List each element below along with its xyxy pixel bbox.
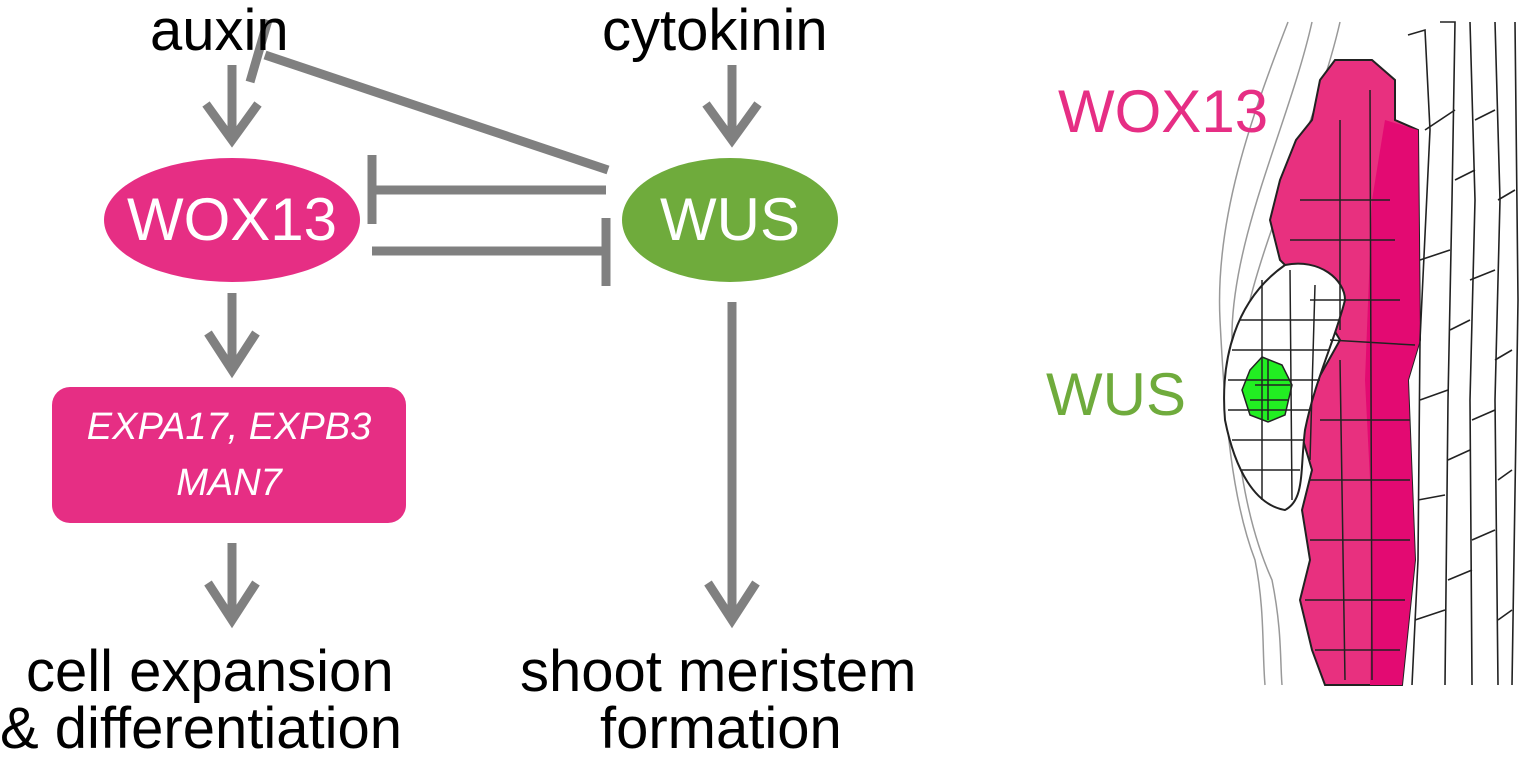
- illustration-wus-label: WUS: [1046, 361, 1186, 428]
- target-genes-line1: EXPA17, EXPB3: [86, 406, 372, 448]
- arrowhead-wus-meristem: [704, 580, 760, 629]
- arrowhead-targets-expansion: [204, 580, 260, 629]
- illustration-wox13-label: WOX13: [1058, 78, 1269, 145]
- output-right-line2: formation: [600, 696, 842, 761]
- output-right-line1: shoot meristem: [520, 639, 917, 704]
- inhibit-wus-auxin: [263, 50, 610, 175]
- input-cytokinin: cytokinin: [602, 0, 828, 63]
- wus-node-shape: [622, 158, 838, 282]
- inhibit-bar-auxin: [245, 18, 273, 84]
- wus-cell-domain: [1241, 356, 1293, 423]
- elongated-cells: [1407, 21, 1519, 686]
- tissue-illustration: [1218, 21, 1519, 686]
- input-auxin: auxin: [150, 0, 289, 63]
- wus-node-label: WUS: [660, 186, 800, 253]
- wox13-node-label: WOX13: [126, 186, 338, 253]
- cell-walls: [1228, 89, 1416, 681]
- wox13-node-shape: [104, 158, 360, 282]
- output-left-line1: cell expansion: [26, 639, 394, 704]
- wox13-inner-layer: [1365, 120, 1420, 685]
- output-left-line2: & differentiation: [0, 696, 402, 761]
- target-genes-box: EXPA17, EXPB3 MAN7: [52, 387, 406, 523]
- arrowhead-cytokinin-wus: [702, 101, 762, 148]
- arrowhead-wox13-targets: [204, 330, 260, 379]
- arrowhead-auxin-wox13: [202, 101, 262, 148]
- target-genes-line2: MAN7: [176, 462, 282, 504]
